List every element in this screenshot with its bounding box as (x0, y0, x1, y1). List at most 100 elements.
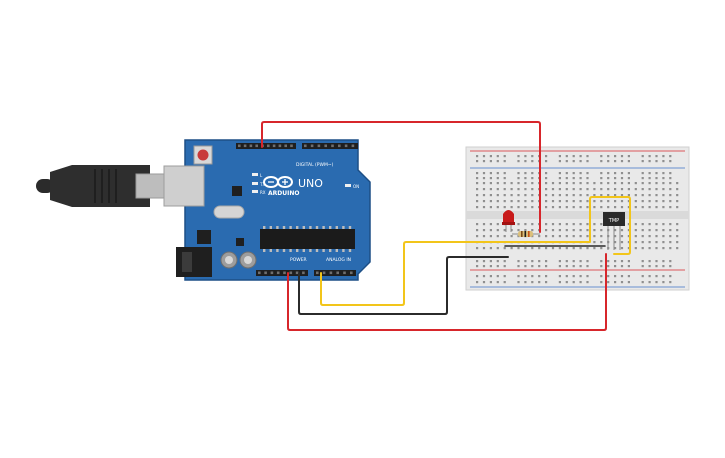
usb-plug-body (50, 165, 150, 207)
breadboard-hole (634, 182, 637, 185)
breadboard-hole (489, 265, 492, 268)
breadboard-hole (607, 172, 610, 175)
breadboard-hole (482, 281, 486, 284)
resistor (512, 231, 540, 237)
breadboard-hole (655, 200, 658, 203)
breadboard-hole (600, 260, 603, 263)
breadboard-hole (600, 182, 603, 185)
breadboard-hole (496, 275, 499, 278)
breadboard-hole (489, 260, 492, 263)
breadboard-hole (565, 229, 568, 232)
breadboard-hole (503, 194, 506, 197)
breadboard-hole (614, 177, 617, 180)
breadboard-hole (648, 229, 651, 232)
breadboard-hole (620, 177, 624, 180)
breadboard-hole (503, 155, 506, 158)
breadboard-hole (669, 206, 672, 209)
breadboard-hole (496, 206, 499, 209)
breadboard-hole (648, 182, 651, 185)
chip-pin (309, 226, 312, 229)
breadboard-hole (614, 275, 617, 278)
breadboard-hole (655, 241, 658, 244)
breadboard-hole (593, 206, 596, 209)
breadboard-hole (669, 155, 672, 158)
breadboard-hole (538, 247, 541, 250)
breadboard-hole (503, 172, 506, 175)
breadboard-hole (476, 235, 479, 238)
breadboard-hole (579, 235, 582, 238)
breadboard-hole (517, 247, 520, 250)
breadboard-hole (655, 182, 658, 185)
breadboard-hole (586, 188, 589, 191)
breadboard-hole (662, 182, 665, 185)
breadboard-hole (641, 241, 644, 244)
breadboard-hole (572, 265, 575, 268)
header-hole (302, 271, 305, 275)
chip-pin (296, 226, 299, 229)
breadboard-hole (620, 200, 624, 203)
breadboard-hole (510, 182, 513, 185)
breadboard-hole (579, 177, 582, 180)
wires (261, 121, 631, 331)
breadboard-hole (496, 235, 499, 238)
breadboard-hole (641, 155, 644, 158)
breadboard-hole (593, 235, 596, 238)
breadboard-hole (482, 206, 486, 209)
power-header (256, 270, 308, 276)
breadboard-hole (482, 247, 486, 250)
breadboard-hole (551, 206, 555, 209)
breadboard-hole (579, 194, 582, 197)
arduino-board: L TX RX ON ARDUINO UNO DIGITAL (PWM~) PO… (163, 139, 371, 281)
breadboard-hole (600, 155, 603, 158)
breadboard-hole (676, 188, 679, 191)
breadboard-hole (627, 182, 630, 185)
breadboard-hole (524, 188, 527, 191)
breadboard-hole (496, 155, 499, 158)
breadboard-hole (648, 275, 651, 278)
breadboard-hole (586, 182, 589, 185)
header-hole (304, 144, 307, 148)
breadboard-hole (572, 275, 575, 278)
breadboard-hole (641, 194, 644, 197)
breadboard-hole (482, 160, 486, 163)
breadboard-hole (586, 194, 589, 197)
breadboard-hole (634, 235, 637, 238)
breadboard-hole (634, 200, 637, 203)
breadboard-hole (669, 281, 672, 284)
breadboard-hole (614, 247, 617, 250)
breadboard-hole (676, 235, 679, 238)
breadboard-hole (607, 260, 610, 263)
breadboard-hole (579, 182, 582, 185)
breadboard-hole (676, 200, 679, 203)
label-l: L (260, 173, 263, 178)
reset-button-icon (193, 145, 213, 165)
breadboard-hole (551, 194, 555, 197)
breadboard-hole (545, 177, 548, 180)
breadboard-hole (600, 160, 603, 163)
usb-plug-icon (36, 165, 165, 207)
led-rx (252, 190, 258, 193)
breadboard-hole (634, 223, 637, 226)
breadboard-hole (510, 235, 513, 238)
breadboard-hole (531, 177, 534, 180)
breadboard-hole (545, 188, 548, 191)
breadboard-hole (503, 247, 506, 250)
breadboard-hole (579, 172, 582, 175)
breadboard-hole (669, 223, 672, 226)
header-hole (283, 271, 286, 275)
header-hole (350, 271, 353, 275)
breadboard-hole (476, 200, 479, 203)
chip-pin (322, 249, 325, 252)
breadboard-hole (545, 194, 548, 197)
breadboard-hole (579, 260, 582, 263)
breadboard-hole (607, 200, 610, 203)
chip-pin (335, 226, 338, 229)
breadboard-hole (579, 223, 582, 226)
breadboard-hole (655, 265, 658, 268)
breadboard-hole (586, 177, 589, 180)
header-hole (310, 144, 314, 148)
breadboard-hole (558, 247, 561, 250)
breadboard-hole (482, 229, 486, 232)
header-hole (331, 144, 334, 148)
breadboard-hole (545, 155, 548, 158)
